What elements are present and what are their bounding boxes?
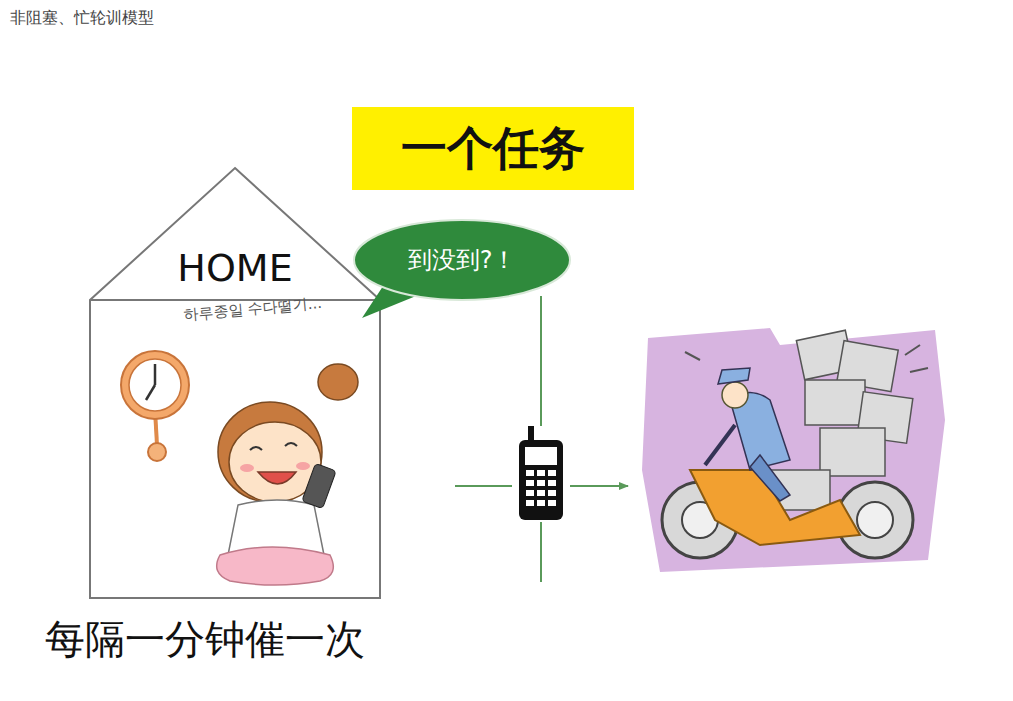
wall-clock: [121, 351, 189, 461]
home-house-text: HOME: [177, 246, 292, 292]
call-wire: [455, 296, 628, 582]
task-box-text: 一个任务: [401, 121, 585, 176]
page-title: 非阻塞、忙轮训模型: [10, 8, 154, 29]
courier-figure: [642, 328, 945, 572]
phone-icon: [519, 426, 563, 520]
task-box: 一个任务: [352, 107, 634, 190]
speech-bubble-text: 到没到?！: [408, 246, 517, 275]
girl-figure: [217, 364, 358, 585]
speech-bubble: 到没到?！: [352, 218, 572, 302]
home-house-text: 하루종일 수다떨기...: [182, 294, 322, 324]
caption: 每隔一分钟催一次: [45, 612, 365, 667]
house-outline: [88, 166, 382, 600]
house-outline: [90, 168, 380, 598]
home-house: HOME하루종일 수다떨기...: [88, 166, 382, 600]
